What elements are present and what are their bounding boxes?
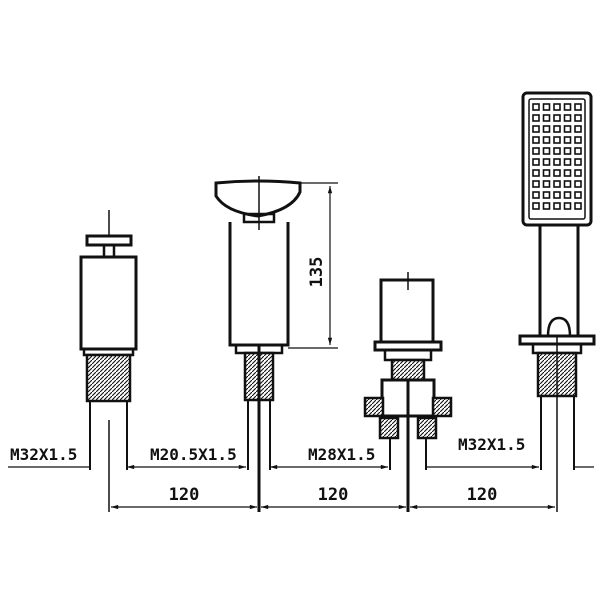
thread-label-shower: M32X1.5 — [458, 435, 525, 454]
shower-nozzle — [574, 158, 582, 166]
tap-handle-stem — [102, 243, 116, 259]
shower-nozzle — [542, 180, 551, 188]
shower-nozzle — [532, 180, 540, 188]
shower-nozzle — [553, 114, 561, 122]
shower-nozzle — [532, 136, 540, 144]
thread-label-diverter: M28X1.5 — [308, 445, 375, 464]
shower-nozzle — [532, 169, 540, 177]
shower-nozzle-grid — [532, 103, 582, 210]
shower-nozzle — [553, 136, 561, 144]
spout-body — [228, 222, 290, 347]
shower-nozzle — [532, 158, 540, 166]
shower-nozzle — [553, 147, 561, 155]
shower-nozzle — [553, 158, 561, 166]
shower-nozzle — [574, 103, 582, 111]
hand-shower-assembly — [518, 91, 596, 512]
shower-nozzle — [563, 180, 572, 188]
shower-nozzle — [542, 125, 551, 133]
diverter-right-port — [431, 396, 453, 418]
shower-nozzle — [574, 169, 582, 177]
spacing-label-3: 120 — [467, 485, 498, 505]
shower-nozzle — [553, 180, 561, 188]
shower-nozzle — [553, 202, 561, 210]
height-dimension-label: 135 — [307, 257, 327, 288]
shower-nozzle — [542, 103, 551, 111]
tap-handle-body — [79, 255, 138, 351]
tap-handle-assembly — [79, 210, 138, 512]
spout-head — [214, 179, 302, 218]
tap-handle-thread — [85, 353, 132, 403]
diverter-bottom-right-port — [416, 416, 438, 440]
diverter-thread — [390, 358, 426, 382]
shower-nozzle — [542, 158, 551, 166]
diverter-bottom-left-port — [378, 416, 400, 440]
shower-nozzle — [532, 191, 540, 199]
shower-nozzle — [563, 103, 572, 111]
shower-nozzle — [563, 114, 572, 122]
shower-nozzle — [574, 202, 582, 210]
shower-nozzle — [542, 191, 551, 199]
shower-nozzle — [542, 202, 551, 210]
shower-nozzle — [563, 136, 572, 144]
shower-nozzle — [563, 191, 572, 199]
shower-nozzle — [574, 191, 582, 199]
shower-nozzle — [532, 147, 540, 155]
spacing-label-2: 120 — [318, 485, 349, 505]
shower-nozzle — [574, 147, 582, 155]
spacing-dimensions: 120 120 120 — [111, 485, 556, 510]
shower-nozzle — [532, 125, 540, 133]
shower-nozzle — [542, 114, 551, 122]
diverter-handle — [379, 278, 435, 344]
thread-callouts: M32X1.5 M20.5X1.5 M28X1.5 M32X1.5 — [8, 435, 594, 470]
thread-label-spout: M20.5X1.5 — [150, 445, 237, 464]
height-dimension: 135 — [288, 182, 338, 349]
shower-nozzle — [563, 147, 572, 155]
shower-nozzle — [532, 103, 540, 111]
thread-label-tap: M32X1.5 — [10, 445, 77, 464]
shower-nozzle — [542, 136, 551, 144]
shower-nozzle — [542, 169, 551, 177]
shower-nozzle — [574, 136, 582, 144]
shower-nozzle — [532, 202, 540, 210]
tap-handle-knob — [85, 234, 133, 247]
spout-assembly — [214, 176, 302, 512]
shower-nozzle — [574, 114, 582, 122]
shower-nozzle — [563, 169, 572, 177]
diverter-left-port — [363, 396, 385, 418]
diverter-assembly — [363, 272, 453, 512]
spacing-label-1: 120 — [169, 485, 200, 505]
shower-nozzle — [574, 180, 582, 188]
shower-hook — [546, 316, 572, 337]
shower-nozzle — [532, 114, 540, 122]
shower-handle — [538, 225, 580, 335]
shower-nozzle — [563, 158, 572, 166]
shower-nozzle — [553, 125, 561, 133]
shower-nozzle — [553, 103, 561, 111]
shower-nozzle — [574, 125, 582, 133]
shower-nozzle — [542, 147, 551, 155]
shower-nozzle — [553, 191, 561, 199]
shower-nozzle — [563, 202, 572, 210]
shower-nozzle — [563, 125, 572, 133]
shower-nozzle — [553, 169, 561, 177]
